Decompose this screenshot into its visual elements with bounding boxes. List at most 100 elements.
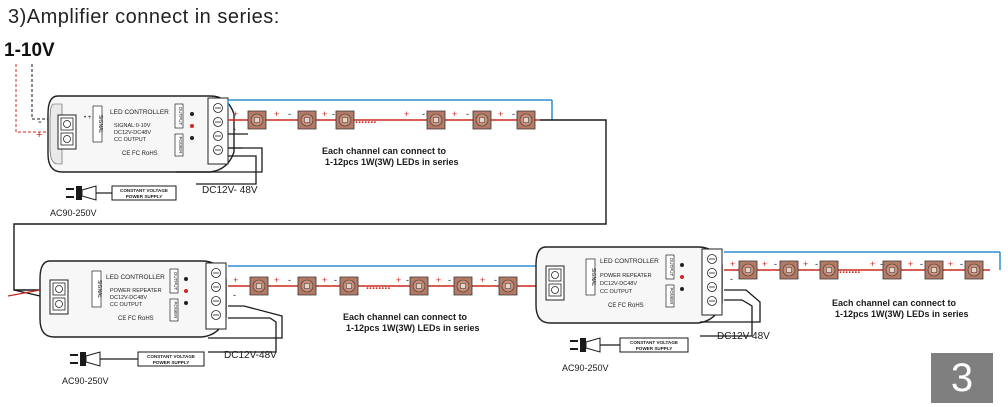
row3-continuation-dots: ........ — [836, 264, 860, 276]
row2-led-note-line2: 1-12pcs 1W(3W) LEDs in series — [346, 323, 480, 333]
led — [472, 110, 492, 130]
repeater-1-title: LED CONTROLLER — [106, 274, 165, 281]
led — [335, 110, 355, 130]
controller-1-line1: SIGNAL:0-10V — [114, 123, 151, 129]
psu-row1-label1: CONSTANT VOLTAGE — [120, 188, 168, 193]
page-number-badge: 3 — [931, 353, 993, 403]
led — [882, 260, 902, 280]
svg-text:+: + — [322, 109, 327, 119]
psu-row2-label2: POWER SUPPLY — [153, 360, 190, 365]
signal-plus-label: + — [36, 129, 42, 141]
svg-text:-: - — [512, 109, 515, 119]
svg-text:-: - — [920, 259, 923, 269]
repeater-1-line1: POWER REPEATER — [110, 288, 162, 294]
repeater-1-signal-tag: SIGNAL — [96, 280, 102, 299]
controller-1-dot-labels: • + — [84, 115, 92, 121]
repeater-2-output-tag: OUTPUT — [669, 258, 674, 277]
led — [249, 276, 269, 296]
svg-text:+: + — [480, 275, 485, 285]
psu-row2-label1: CONSTANT VOLTAGE — [147, 354, 195, 359]
svg-text:-: - — [494, 275, 497, 285]
svg-text:-: - — [406, 275, 409, 285]
led — [247, 110, 267, 130]
row2-plus-label: + — [233, 275, 238, 285]
svg-text:+: + — [396, 275, 401, 285]
svg-text:-: - — [332, 109, 335, 119]
svg-text:+: + — [274, 275, 279, 285]
row1-continuation-dots: ........ — [352, 114, 376, 126]
svg-text:-: - — [448, 275, 451, 285]
svg-text:-: - — [288, 275, 291, 285]
row3-led-note-line2: 1-12pcs 1W(3W) LEDs in series — [835, 309, 969, 319]
svg-text:-: - — [815, 259, 818, 269]
psu-row1-label2: POWER SUPPLY — [126, 194, 163, 199]
led — [453, 276, 473, 296]
led — [516, 110, 536, 130]
led — [339, 276, 359, 296]
controller-1-certs: CE FC RoHS — [122, 151, 158, 157]
svg-text:-: - — [334, 275, 337, 285]
svg-text:+: + — [908, 259, 913, 269]
row1-led-note-line1: Each channel can connect to — [322, 146, 447, 156]
led — [779, 260, 799, 280]
controller-1-title: LED CONTROLLER — [110, 109, 169, 116]
psu-row2-ac-label: AC90-250V — [62, 376, 109, 386]
psu-row3-dc-label: DC12V-48V — [717, 331, 770, 342]
svg-text:-: - — [422, 109, 425, 119]
row2-leds — [249, 276, 518, 296]
row1-minus-label: - — [233, 124, 236, 134]
repeater-2-title: LED CONTROLLER — [600, 258, 659, 265]
led — [964, 260, 984, 280]
repeater-1-line3: CC OUTPUT — [110, 302, 143, 308]
row1-plus-label: + — [233, 109, 238, 119]
led — [297, 276, 317, 296]
svg-text:+: + — [322, 275, 327, 285]
repeater-1-output-tag: OUTPUT — [173, 272, 178, 291]
row3-plus-label: + — [730, 259, 735, 269]
controller-1-output-tag: OUTPUT — [178, 107, 183, 126]
power-supply-row2: CONSTANT VOLTAGE POWER SUPPLY DC12V-48V … — [62, 350, 277, 386]
row3-led-note-line1: Each channel can connect to — [832, 298, 957, 308]
repeater-2-line1: POWER REPEATER — [600, 273, 652, 279]
repeater-2: SIGNAL LED CONTROLLER POWER REPEATER DC1… — [535, 246, 723, 324]
signal-input-label: 1-10V — [4, 40, 55, 61]
led — [409, 276, 429, 296]
row2-minus-label: - — [233, 290, 236, 300]
led — [924, 260, 944, 280]
power-supply-row3: CONSTANT VOLTAGE POWER SUPPLY DC12V-48V … — [562, 331, 770, 373]
row3-minus-label: - — [730, 274, 733, 284]
row2-led-note-line1: Each channel can connect to — [343, 312, 468, 322]
signal-minus-label: - — [38, 116, 42, 128]
row3-led-polarity-marks: +- +- +- +- +- — [762, 259, 963, 269]
power-supply-row1: CONSTANT VOLTAGE POWER SUPPLY DC12V- 48V… — [50, 185, 258, 218]
repeater-2-line2: DC12V-DC48V — [600, 281, 637, 287]
led — [297, 110, 317, 130]
led — [738, 260, 758, 280]
psu-row3-label1: CONSTANT VOLTAGE — [630, 340, 678, 345]
controller-1-power-tag: POWER — [178, 136, 183, 154]
svg-text:+: + — [436, 275, 441, 285]
svg-text:+: + — [803, 259, 808, 269]
row1-leds — [247, 110, 536, 130]
repeater-1-certs: CE FC RoHS — [118, 316, 154, 322]
svg-text:+: + — [274, 109, 279, 119]
psu-row2-dc-label: DC12V-48V — [224, 350, 277, 361]
led — [819, 260, 839, 280]
repeater-2-certs: CE FC RoHS — [608, 303, 644, 309]
row2-continuation-dots: ........ — [366, 280, 390, 292]
led — [426, 110, 446, 130]
svg-text:+: + — [452, 109, 457, 119]
psu-row3-label2: POWER SUPPLY — [636, 346, 673, 351]
psu-row1-dc-label: DC12V- 48V — [202, 185, 258, 196]
repeater-2-line3: CC OUTPUT — [600, 289, 633, 295]
controller-1-signal-tag: SIGNAL — [97, 115, 103, 134]
svg-text:-: - — [466, 109, 469, 119]
repeater-1: SIGNAL LED CONTROLLER POWER REPEATER DC1… — [39, 260, 227, 338]
svg-text:-: - — [880, 259, 883, 269]
row1-led-polarity-marks: +- +- +- +- +- — [274, 109, 515, 119]
led-chain-row3: + - ........ — [700, 251, 1001, 337]
controller-1-line2: DC12V-DC48V — [114, 130, 151, 136]
svg-text:-: - — [960, 259, 963, 269]
